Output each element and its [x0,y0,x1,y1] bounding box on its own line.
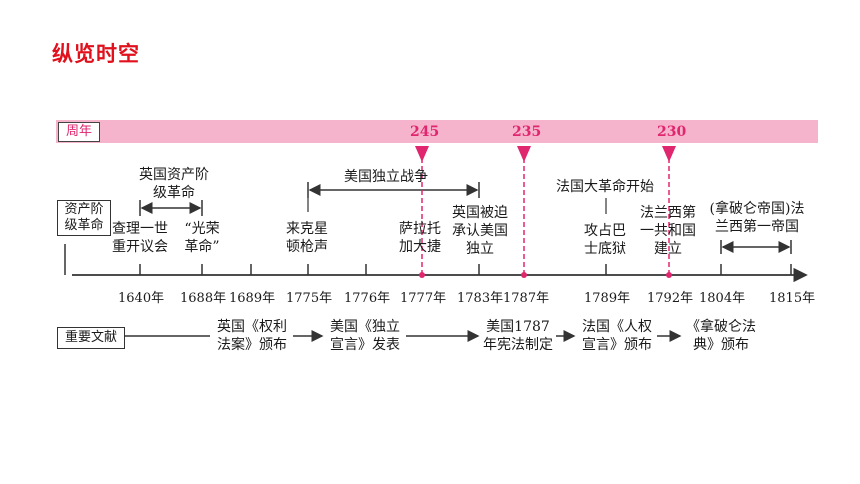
year-label: 1815年 [769,291,816,306]
year-label: 1789年 [584,291,631,306]
revolution-label: 资产阶级革命 [57,200,111,236]
event-glorious-revolution: “光荣革命” [184,221,220,255]
document-constitution-1787: 美国1787年宪法制定 [483,319,553,353]
year-label: 1777年 [400,291,447,306]
document-napoleonic-code: 《拿破仑法典》颁布 [686,319,756,353]
document-declaration-independence: 美国《独立宣言》发表 [330,319,400,353]
event-first-republic: 法兰西第一共和国建立 [640,205,696,257]
year-label: 1688年 [180,291,227,306]
year-label: 1792年 [647,291,694,306]
year-label: 1787年 [503,291,550,306]
english-revolution-label: 英国资产阶级革命 [139,167,209,201]
year-label: 1689年 [229,291,276,306]
document-rights-of-man: 法国《人权宣言》颁布 [582,319,652,353]
anniversary-245: 245 [410,124,440,140]
event-lexington: 来克星顿枪声 [286,221,328,255]
independence-war-label: 美国独立战争 [344,169,428,185]
anniversary-band-label: 周年 [58,122,100,142]
year-label: 1783年 [457,291,504,306]
year-label: 1775年 [286,291,333,306]
page-title: 纵览时空 [52,42,140,66]
event-britain-recognizes: 英国被迫承认美国独立 [452,205,508,257]
year-label: 1804年 [699,291,746,306]
event-french-revolution: 法国大革命开始 [556,179,654,195]
documents-label: 重要文献 [57,327,125,349]
napoleon-empire-label: (拿破仑帝国)法兰西第一帝国 [709,201,805,235]
event-bastille: 攻占巴士底狱 [584,223,626,257]
year-label: 1640年 [118,291,165,306]
anniversary-235: 235 [512,124,542,140]
anniversary-230: 230 [657,124,687,140]
event-charles-parliament: 查理一世重开议会 [112,221,168,255]
document-bill-of-rights: 英国《权利法案》颁布 [217,319,287,353]
event-saratoga: 萨拉托加大捷 [399,221,441,255]
year-label: 1776年 [344,291,391,306]
anniversary-band [56,120,818,143]
